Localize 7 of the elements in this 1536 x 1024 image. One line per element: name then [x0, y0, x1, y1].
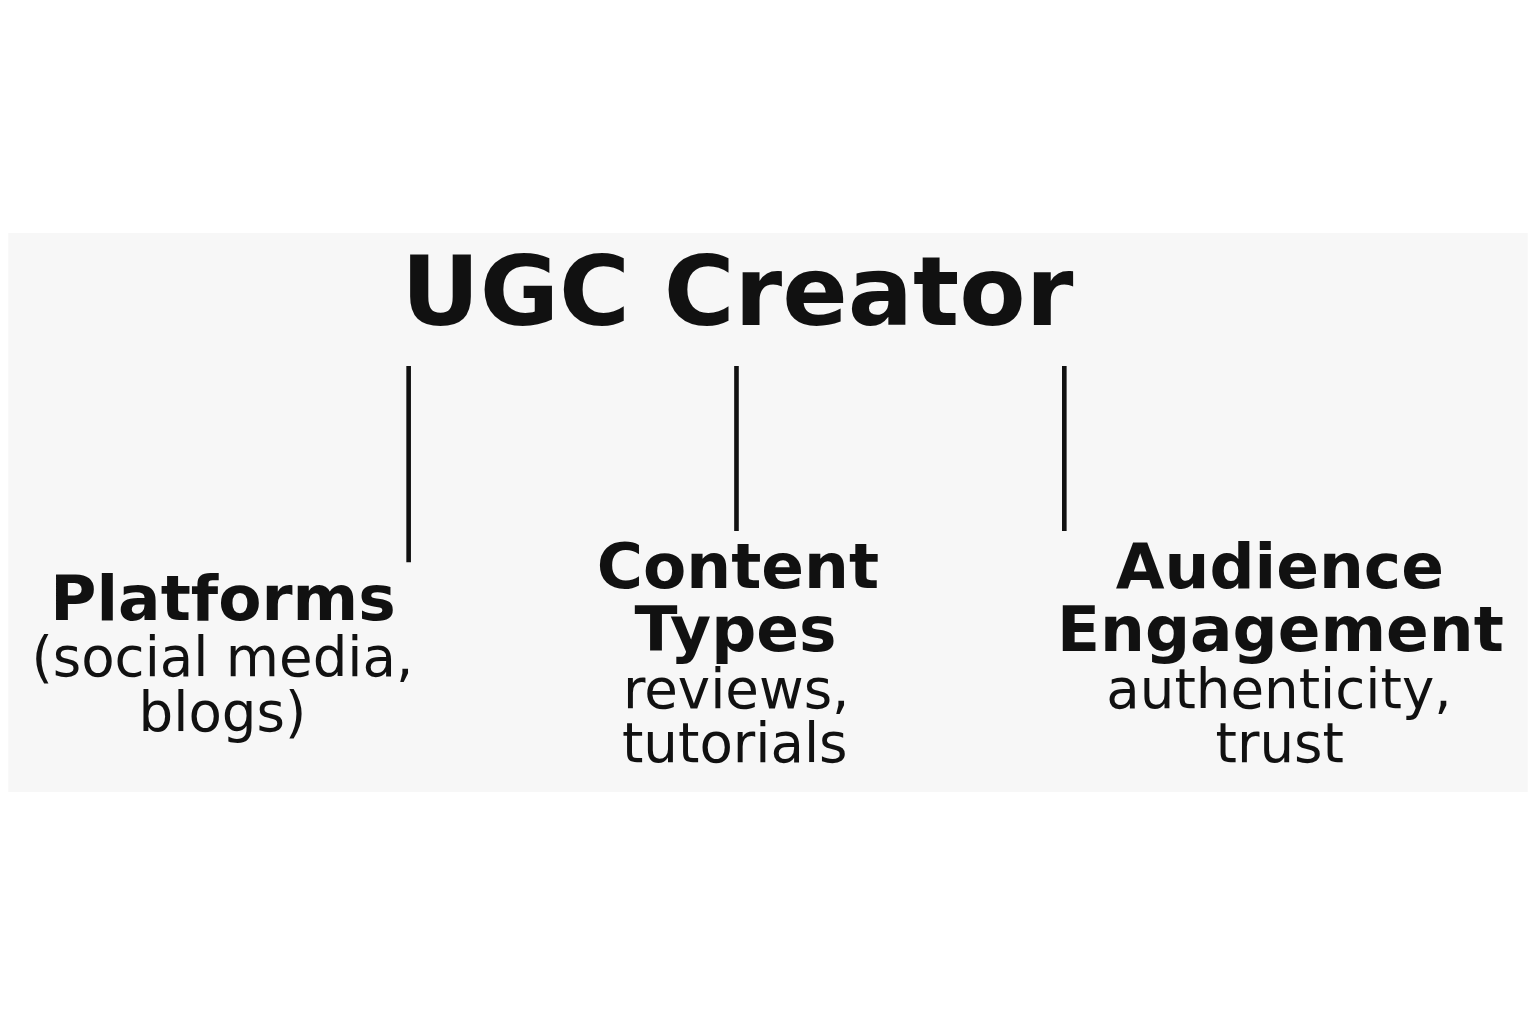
connector: [406, 365, 411, 562]
connector: [1062, 365, 1067, 531]
node-text: Content Types reviews, tutorials: [596, 528, 880, 775]
connector: [734, 365, 739, 531]
node-text: Platforms (social media, blogs): [31, 560, 414, 744]
node-text: UGC Creator: [401, 234, 1074, 348]
node-text: Audience Engagement authenticity, trust: [1056, 528, 1504, 775]
